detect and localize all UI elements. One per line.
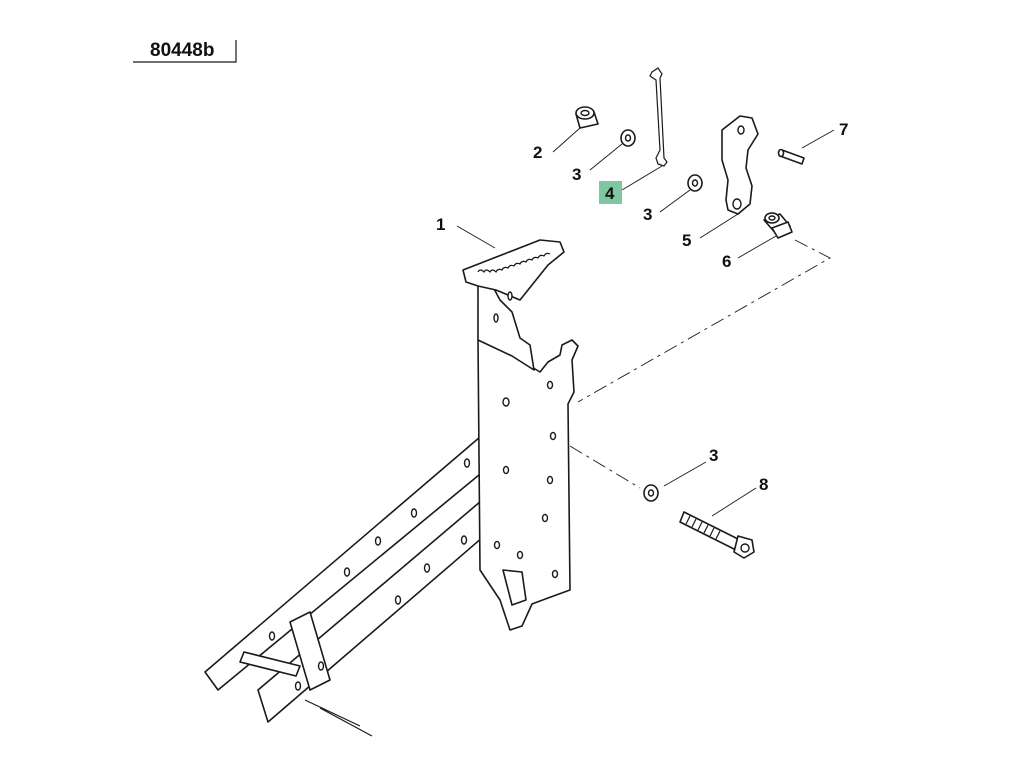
callout-3-mid[interactable]: 3 [643, 205, 652, 224]
callout-8[interactable]: 8 [759, 475, 768, 494]
callout-2[interactable]: 2 [533, 143, 542, 162]
part-2-bushing[interactable] [575, 106, 599, 129]
part-5-lever-plate[interactable] [721, 115, 759, 215]
pedal-post [477, 339, 579, 631]
callout-3-bolt[interactable]: 3 [709, 446, 718, 465]
pedal-tread-grip [477, 252, 551, 274]
part-8-bolt[interactable] [679, 511, 755, 559]
callout-3-top[interactable]: 3 [572, 165, 581, 184]
frame-tail-lines [304, 699, 373, 737]
assembly-line-pivot [577, 239, 831, 403]
pedal-tread [462, 239, 565, 301]
part-3-washer-top[interactable] [620, 129, 636, 147]
callout-6[interactable]: 6 [722, 252, 731, 271]
callout-1[interactable]: 1 [436, 215, 445, 234]
callout-labels: 1 2 3 3 4 5 6 7 3 8 [436, 120, 848, 494]
frame-rails [204, 436, 527, 737]
callout-4[interactable]: 4 [605, 184, 615, 203]
part-3-washer-bolt[interactable] [643, 484, 659, 502]
assembly-line-bolt [569, 445, 641, 489]
part-6-bushing[interactable] [763, 212, 793, 239]
assembly-lines [569, 239, 831, 489]
part-3-washer-mid[interactable] [687, 174, 703, 192]
lever-plate-shape [721, 115, 759, 215]
part-1-pedal[interactable] [462, 239, 579, 631]
pedal-post-holes [493, 291, 559, 579]
part-7-pin[interactable] [777, 148, 805, 165]
reference-code: 80448b [133, 40, 237, 63]
part-4-spring-clip[interactable] [649, 67, 668, 167]
callout-5[interactable]: 5 [682, 231, 691, 250]
cross-tube [239, 651, 301, 677]
leader-lines [456, 127, 835, 517]
callout-4-highlight [599, 181, 622, 204]
reference-code-text: 80448b [150, 40, 214, 61]
callout-7[interactable]: 7 [839, 120, 848, 139]
spring-clip-shape [649, 67, 668, 167]
reference-code-frame [133, 40, 237, 63]
pedal-arm [477, 284, 535, 371]
pedal-post-tab [502, 569, 527, 606]
